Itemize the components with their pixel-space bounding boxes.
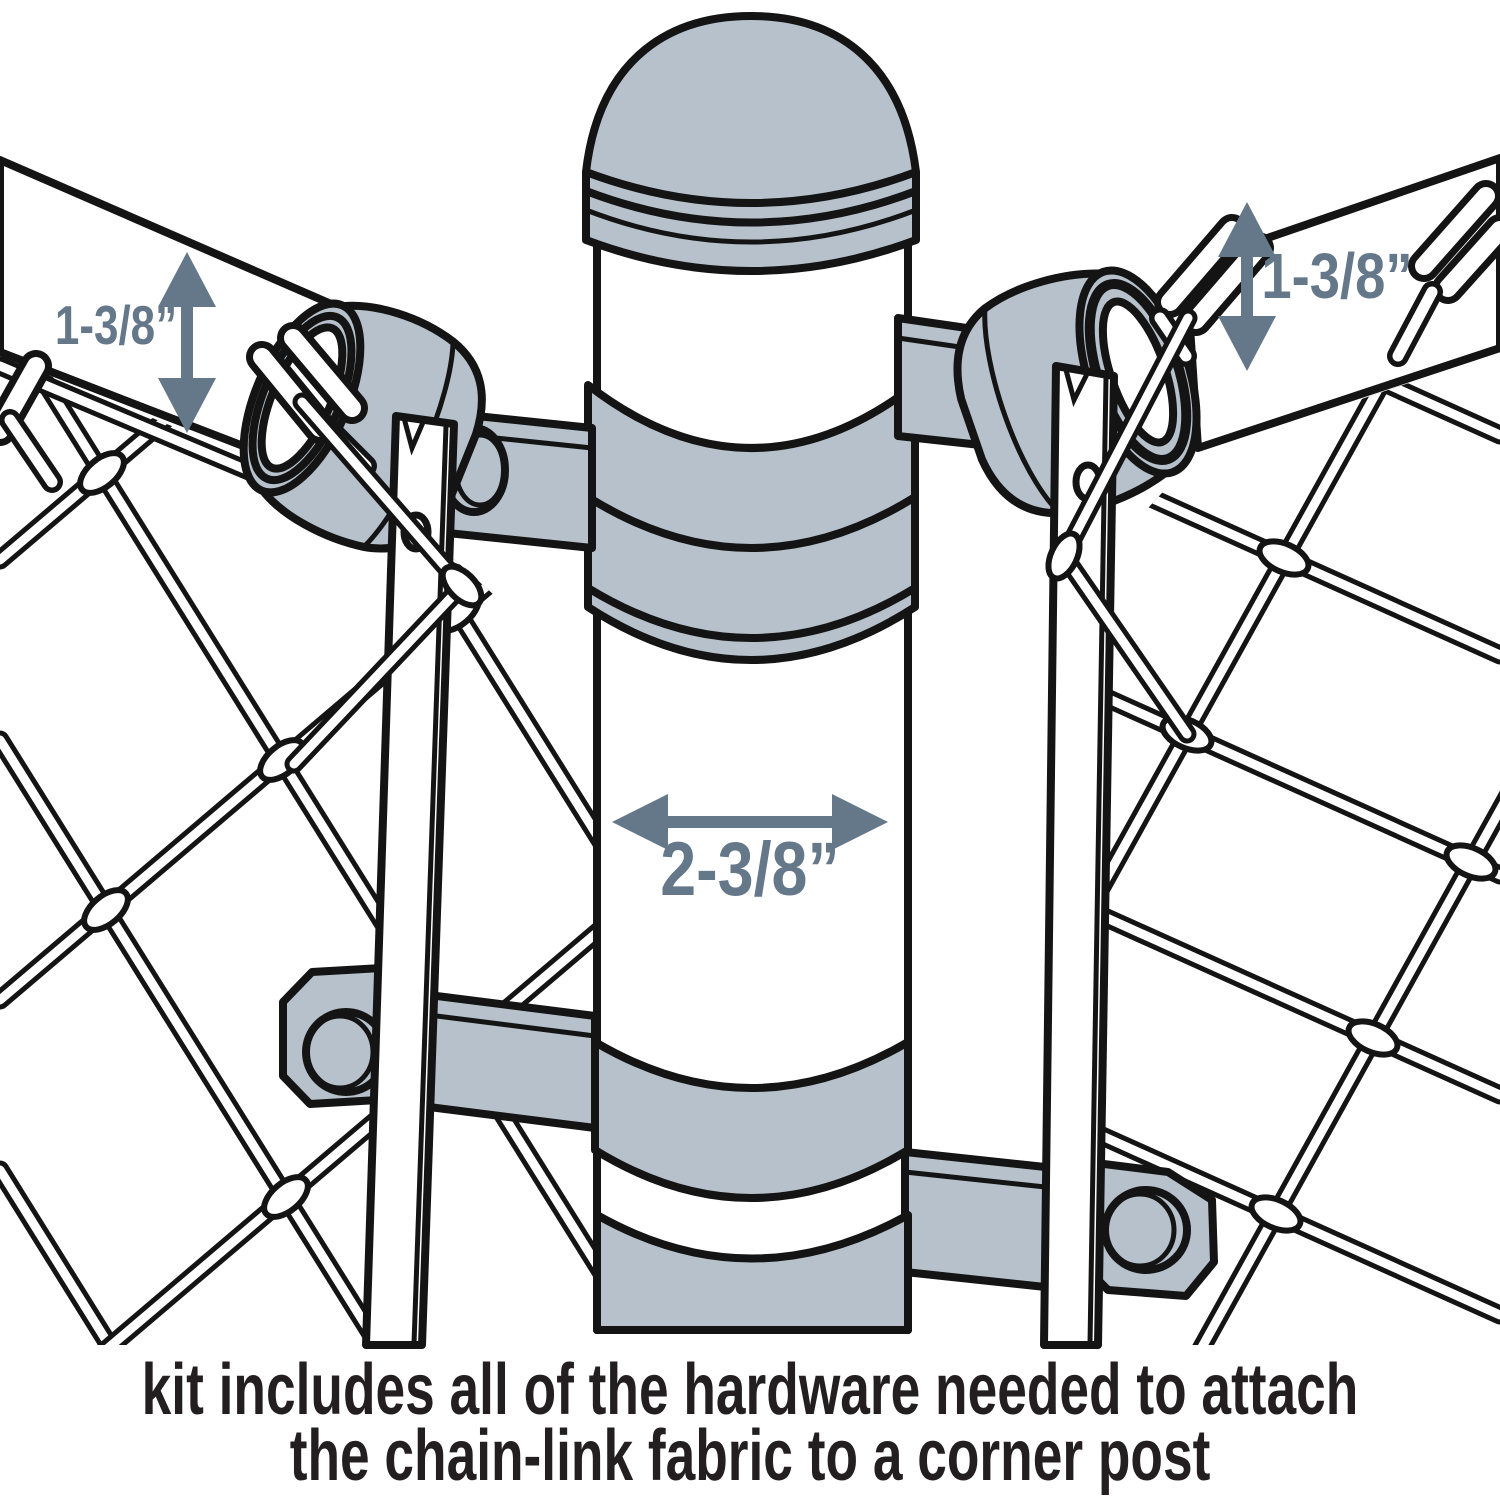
- arrow-right-icon: [832, 794, 888, 850]
- arrow-down-icon: [1218, 316, 1276, 371]
- left-rail-dimension: 1-3/8”: [55, 252, 216, 433]
- caption: kit includes all of the hardware needed …: [142, 1350, 1359, 1496]
- right-rail-dimension-label: 1-3/8”: [1261, 240, 1412, 312]
- arrow-up-icon: [1218, 202, 1276, 257]
- arrow-down-icon: [158, 378, 216, 433]
- caption-line-2: the chain-link fabric to a corner post: [290, 1416, 1211, 1496]
- post-dimension: 2-3/8”: [612, 794, 888, 911]
- arrow-up-icon: [158, 252, 216, 307]
- arrow-left-icon: [612, 794, 668, 850]
- left-rail-dimension-label: 1-3/8”: [55, 294, 177, 356]
- brace-band-stack: [584, 381, 919, 664]
- left-edge-wire-tie: [0, 350, 63, 493]
- left-mesh-hook-wire: [284, 392, 485, 774]
- chain-link-mesh-right: [1100, 358, 1500, 1345]
- caption-line-1: kit includes all of the hardware needed …: [142, 1350, 1359, 1430]
- right-mesh-hook-wire: [1045, 308, 1198, 744]
- post-dimension-label: 2-3/8”: [660, 826, 840, 911]
- far-right-wire-tie: [1387, 180, 1500, 367]
- dome-post-cap: [582, 12, 920, 275]
- right-rail-dimension: 1-3/8”: [1218, 202, 1413, 371]
- chain-link-mesh-left: [0, 355, 600, 1345]
